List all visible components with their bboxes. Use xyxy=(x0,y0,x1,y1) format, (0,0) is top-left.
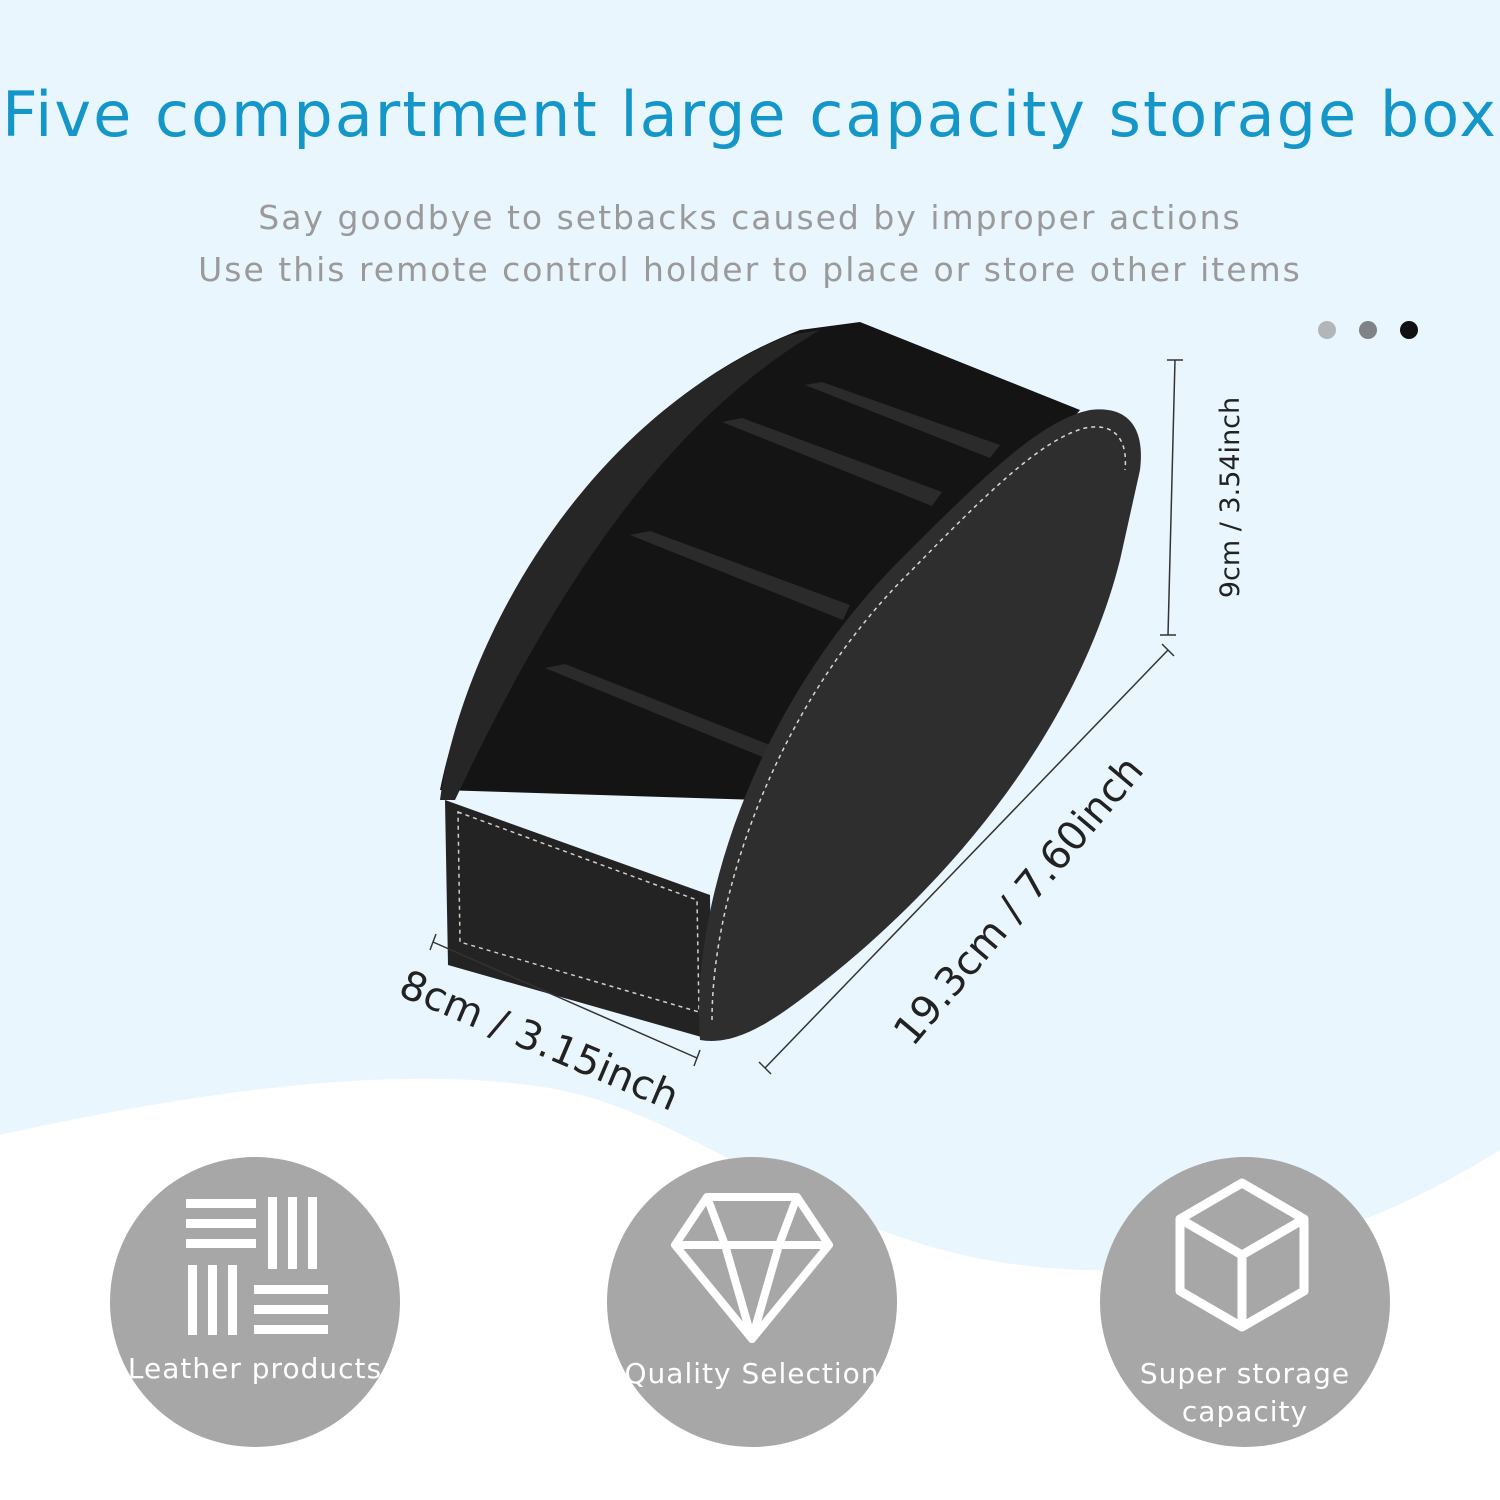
subtitle-line-1: Say goodbye to setbacks caused by improp… xyxy=(258,198,1242,237)
width-dimension-line xyxy=(429,933,701,1067)
carousel-indicator xyxy=(1318,321,1418,339)
page-title: Five compartment large capacity storage … xyxy=(2,78,1498,151)
leather-weave-icon xyxy=(186,1197,328,1335)
feature-super-storage: Super storage capacity xyxy=(1100,1157,1390,1447)
divider-2 xyxy=(630,531,850,620)
subtitle-line-2: Use this remote control holder to place … xyxy=(198,250,1302,289)
feature-label-storage: Super storage capacity xyxy=(1139,1357,1351,1428)
carousel-dot-1[interactable] xyxy=(1318,321,1336,339)
feature-quality-selection: Quality Selection xyxy=(607,1157,897,1447)
height-dimension-line xyxy=(1160,359,1183,636)
feature-label-leather: Leather products xyxy=(127,1352,383,1385)
carousel-dot-2[interactable] xyxy=(1359,321,1377,339)
height-dimension-label: 9cm / 3.54inch xyxy=(1215,396,1247,599)
divider-1 xyxy=(545,664,770,758)
carousel-dot-3[interactable] xyxy=(1400,321,1418,339)
feature-label-quality: Quality Selection xyxy=(624,1357,880,1390)
diamond-icon xyxy=(671,1193,833,1343)
divider-3 xyxy=(722,418,942,506)
length-dimension-line xyxy=(758,643,1175,1075)
box-cube-icon xyxy=(1175,1178,1309,1332)
box-front-panel xyxy=(445,800,712,1040)
feature-leather-products: Leather products xyxy=(110,1157,400,1447)
front-panel-stitching xyxy=(457,810,700,1014)
box-right-side xyxy=(699,409,1141,1041)
divider-4 xyxy=(805,382,1000,458)
side-stitching xyxy=(711,426,1127,1021)
